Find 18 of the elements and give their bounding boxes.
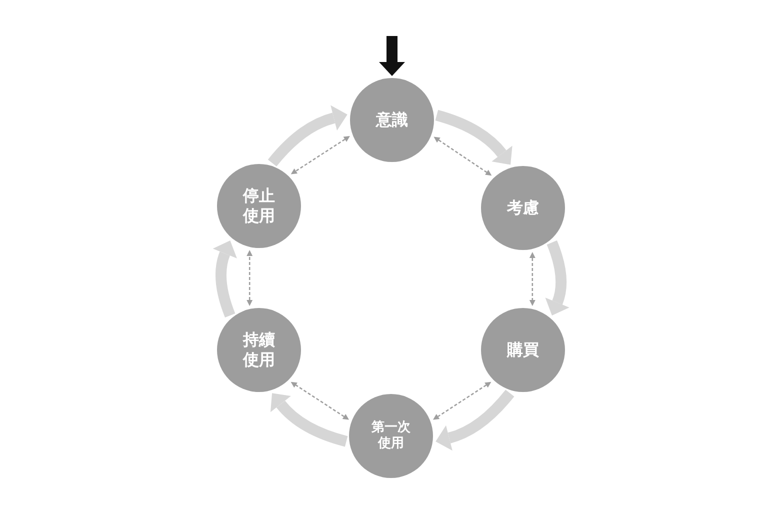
stage-label: 考慮 [507,198,539,218]
entry-arrow [379,36,405,76]
dashed-double-arrow [434,136,492,176]
cycle-arrow [270,393,348,447]
stage-label: 停止使用 [243,186,275,226]
cycle-arrow [436,390,514,450]
stage-label: 意識 [376,110,408,130]
cycle-arrow [268,105,348,166]
dashed-double-arrow [529,252,536,306]
stage-label: 持續使用 [243,330,275,370]
stage-label: 購買 [507,340,539,360]
dashed-double-arrow [290,136,350,174]
stage-label: 第一次使用 [372,420,410,452]
dashed-double-arrow [290,382,350,420]
cycle-arrow [545,240,570,316]
dashed-double-arrow [432,382,492,420]
cycle-arrow [435,110,512,164]
dashed-double-arrow [246,250,253,306]
